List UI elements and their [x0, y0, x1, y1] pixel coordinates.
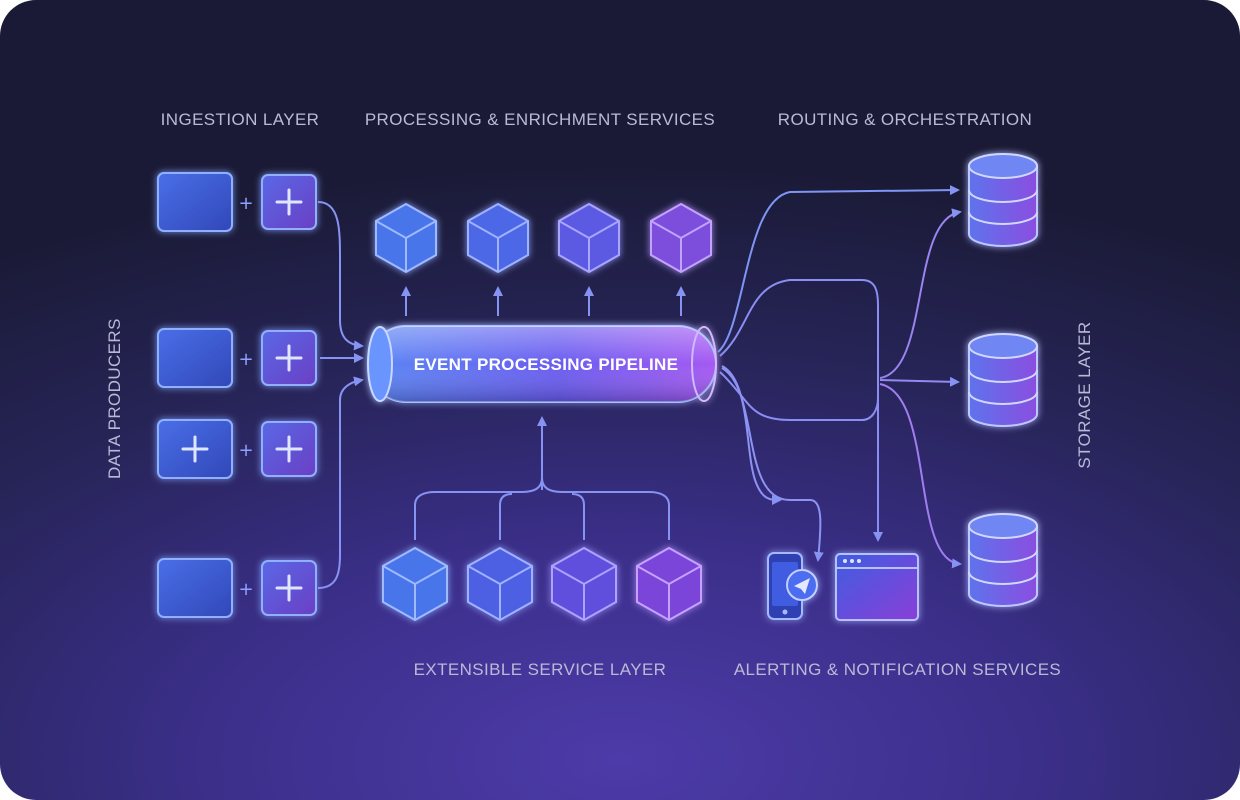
cube-icon	[467, 546, 533, 622]
cube-icon	[650, 202, 712, 274]
extensible-connectors	[414, 416, 670, 540]
plus-icon	[275, 188, 303, 216]
routing-connectors	[717, 185, 962, 569]
storage-layer	[968, 153, 1038, 607]
browser-window-icon	[835, 553, 919, 621]
processing-services	[375, 202, 712, 274]
cube-icon	[382, 546, 448, 622]
producer-tile-icon	[157, 558, 233, 618]
connector-arrow	[719, 279, 883, 542]
cube-icon	[375, 202, 437, 274]
connector-arrow	[317, 376, 364, 589]
processing-up-arrows	[401, 286, 686, 316]
extensible-services	[382, 546, 702, 622]
connector-arrow	[721, 367, 824, 562]
plus-connector-icon: +	[238, 579, 253, 600]
producer-row-4: +	[157, 558, 317, 618]
plus-icon	[275, 344, 303, 372]
plus-icon	[275, 574, 303, 602]
cube-icon	[551, 546, 617, 622]
producer-row-1: +	[157, 172, 317, 232]
producer-row-3: +	[157, 419, 317, 479]
ingestion-connectors	[317, 201, 364, 589]
processing-services-title: PROCESSING & ENRICHMENT SERVICES	[364, 110, 716, 129]
producer-tile-icon	[157, 172, 233, 232]
event-pipeline	[367, 325, 717, 403]
plus-icon	[181, 435, 209, 463]
plus-icon	[275, 435, 303, 463]
cube-icon	[467, 202, 529, 274]
plus-connector-icon: +	[238, 193, 253, 214]
connector-arrow	[317, 201, 364, 351]
ingestion-layer-title: INGESTION LAYER	[160, 110, 320, 129]
alerting-title: ALERTING & NOTIFICATION SERVICES	[733, 660, 1062, 679]
plus-connector-icon: +	[238, 349, 253, 370]
database-icon	[968, 333, 1038, 427]
database-icon	[968, 513, 1038, 607]
connector-arrow	[879, 383, 962, 569]
connector-arrow	[879, 376, 960, 387]
cube-icon	[558, 202, 620, 274]
cube-icon	[636, 546, 702, 622]
producer-row-2: +	[157, 328, 317, 388]
routing-title: ROUTING & ORCHESTRATION	[777, 110, 1033, 129]
pipeline-label: EVENT PROCESSING PIPELINE	[414, 355, 678, 374]
connector-arrow	[717, 185, 960, 353]
extensible-layer-title: EXTENSIBLE SERVICE LAYER	[413, 660, 667, 679]
connector-arrow	[879, 208, 962, 379]
database-icon	[968, 153, 1038, 247]
mobile-notification-icon	[767, 552, 818, 620]
producer-tile-icon	[157, 328, 233, 388]
connector-arrow	[721, 365, 782, 505]
plus-connector-icon: +	[238, 440, 253, 461]
